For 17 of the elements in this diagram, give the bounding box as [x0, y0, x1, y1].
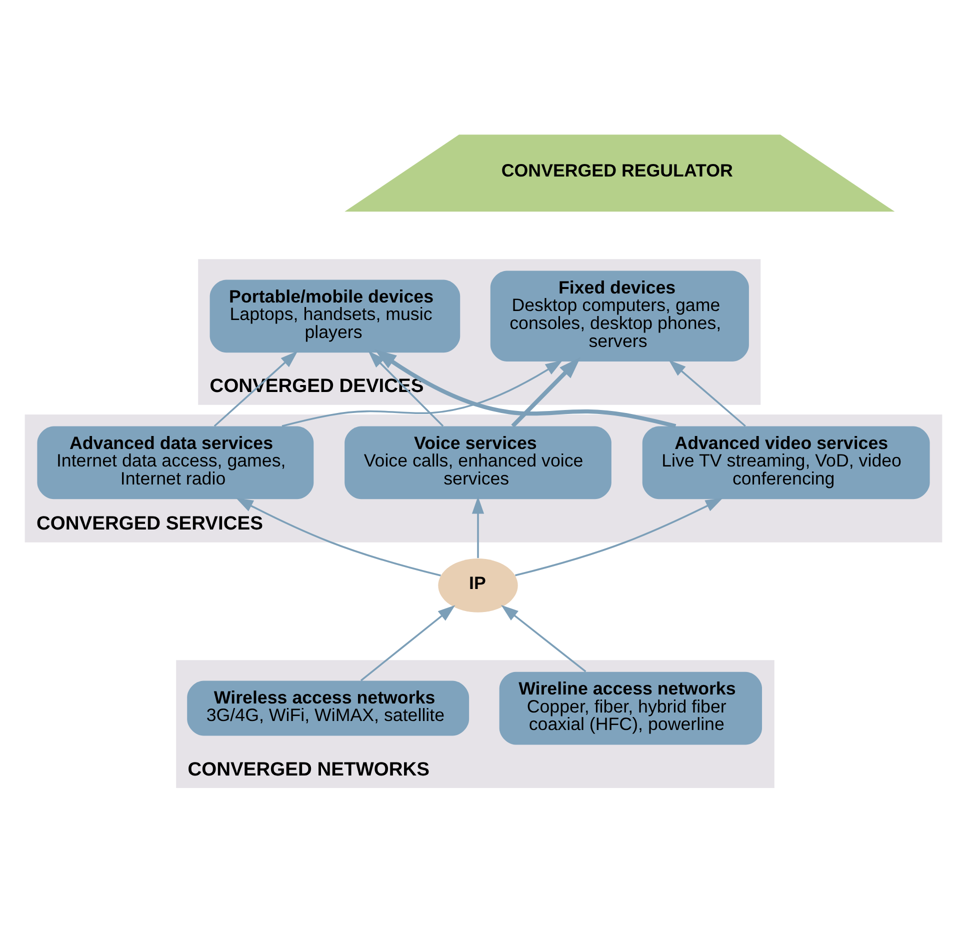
- node-box: Wireline access networks Copper, fiber, hybrid fiber coaxial (HFC), powerline: [498, 671, 762, 744]
- arrow: [514, 498, 722, 576]
- arrow: [374, 348, 676, 428]
- arrow: [360, 604, 455, 681]
- node-box: Portable/mobile devices Laptops, handsets, music players: [209, 279, 460, 352]
- node-box: Advanced data services Internet data access, games, Internet radio: [36, 426, 314, 499]
- arrow: [668, 359, 746, 426]
- node-box: Wireless access networks 3G/4G, WiFi, WiMAX, satellite: [186, 680, 469, 736]
- node-ellipse: IP: [438, 558, 518, 612]
- arrow: [500, 604, 586, 672]
- node-box: Voice services Voice calls, enhanced voice services: [344, 426, 611, 499]
- arrow: [368, 350, 444, 426]
- arrow: [213, 350, 298, 426]
- arrow: [281, 360, 562, 427]
- node-box: Advanced video services Live TV streaming, VoD, video conferencing: [642, 426, 930, 499]
- node-box: Fixed devices Desktop computers, game consoles, desktop phones, servers: [490, 270, 748, 362]
- arrow: [235, 497, 440, 576]
